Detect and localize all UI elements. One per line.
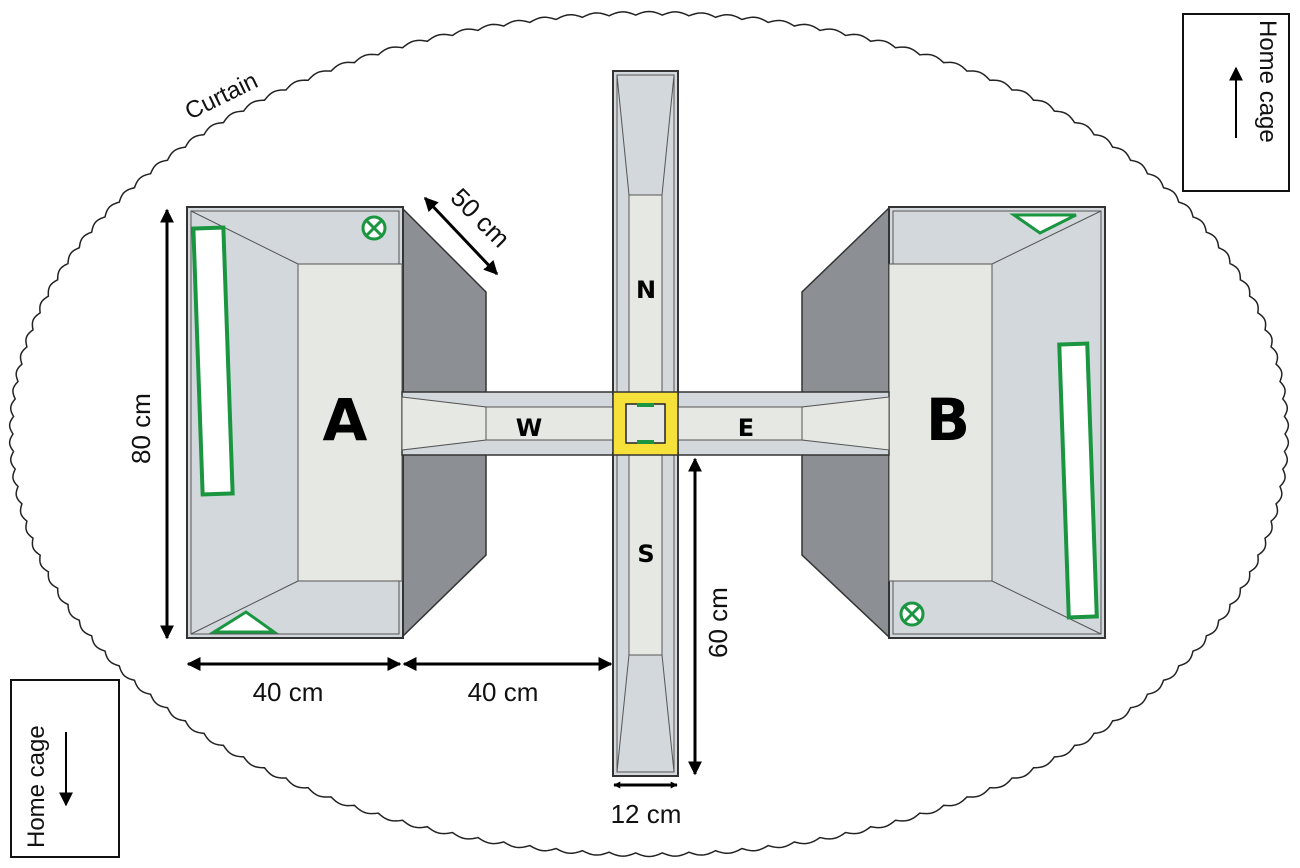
circle-x-icon: [899, 601, 925, 627]
dimension-arm-width: 12 cm: [611, 781, 682, 829]
triangle-icon: [208, 610, 279, 634]
arm-south-label: S: [637, 540, 654, 568]
depth-label: 50 cm: [445, 182, 516, 253]
inverted-triangle-icon: [1009, 213, 1077, 235]
arm-north-label: N: [636, 276, 656, 304]
south-arm: S: [612, 452, 679, 777]
north-arm: N: [612, 70, 679, 395]
chamber-a-floor: [297, 263, 403, 582]
arm-east-label: E: [738, 414, 754, 442]
curtain-outline: [8, 10, 1290, 858]
dimension-west-arm-length: 40 cm: [402, 657, 613, 707]
curtain-label: Curtain: [181, 67, 262, 125]
west-arm-length-label: 40 cm: [468, 677, 539, 707]
circle-x-icon: [361, 215, 387, 241]
south-arm-length-label: 60 cm: [703, 587, 733, 658]
dimension-chamber-width: 40 cm: [186, 657, 402, 707]
chamber-a: A: [186, 206, 487, 639]
chamber-width-label: 40 cm: [253, 677, 324, 707]
home-cage-bottom-left: Home cage: [10, 679, 120, 858]
home-cage-top-right: Home cage: [1182, 13, 1290, 192]
chamber-b-label: B: [926, 386, 970, 454]
chamber-b-wall-cue-stripe: [1057, 341, 1099, 620]
west-arm: W: [401, 391, 614, 456]
east-arm: E: [677, 391, 890, 456]
chamber-length-label: 80 cm: [126, 393, 156, 464]
dimension-chamber-length: 80 cm: [126, 208, 174, 640]
dimension-south-arm-length: 60 cm: [688, 457, 733, 776]
chamber-a-wall-cue-stripe: [191, 225, 235, 497]
home-cage-label: Home cage: [1254, 20, 1281, 143]
chamber-b-floor: [888, 263, 993, 582]
home-cage-label: Home cage: [23, 725, 50, 848]
arm-west-label: W: [516, 414, 542, 442]
arm-width-label: 12 cm: [611, 799, 682, 829]
center-zone: [612, 391, 679, 456]
chamber-a-label: A: [323, 386, 368, 454]
